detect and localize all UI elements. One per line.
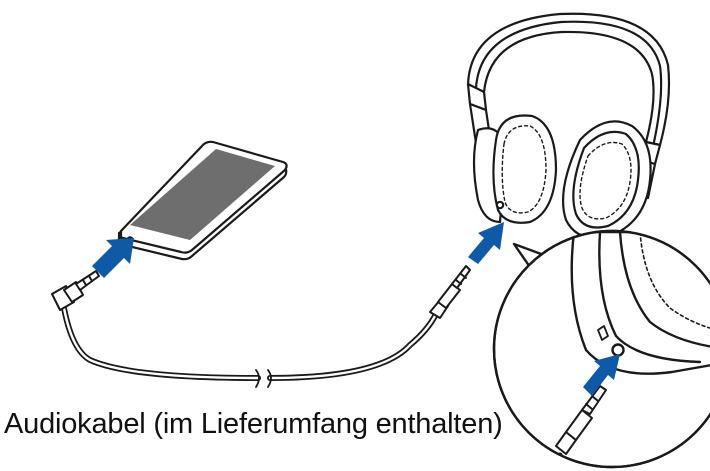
audio-cable-icon: [51, 265, 471, 388]
phone-screen: [130, 149, 275, 240]
headphones-icon: [466, 12, 671, 240]
magnifier-callout-icon: [492, 229, 710, 469]
cable-caption: Audiokabel (im Lieferumfang enthalten): [4, 408, 503, 440]
insert-arrow-icon: [92, 222, 504, 278]
smartphone-icon: [117, 140, 288, 261]
